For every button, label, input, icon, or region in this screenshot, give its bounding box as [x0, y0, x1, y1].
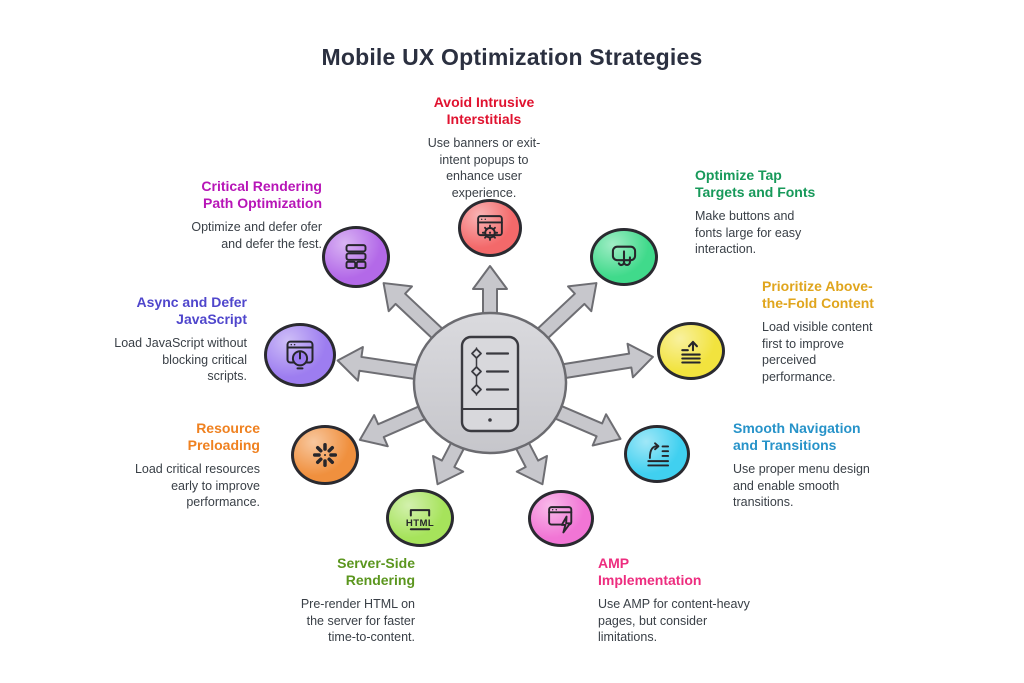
bubble-resource-preloading [291, 425, 359, 485]
browser-timer-icon [286, 340, 314, 370]
item-description: Optimize and defer ofer and defer the fe… [191, 220, 322, 251]
above-fold-arrow-icon [681, 340, 701, 364]
server-stack-icon [345, 244, 367, 270]
item-description: Pre-render HTML on the server for faster… [300, 597, 415, 645]
hub-radial-arrows [336, 265, 654, 486]
smooth-navigation-icon [647, 442, 670, 467]
item-resource-preloading: Resource Preloading Load critical resour… [115, 420, 260, 511]
html-bracket-icon: HTML [406, 509, 434, 531]
item-title: Smooth Navigation and Transitions [733, 420, 861, 454]
bubble-amp-implementation [528, 490, 594, 547]
bubble-prioritize-above-fold [657, 322, 725, 380]
bubble-smooth-navigation [624, 425, 690, 483]
amp-lightning-icon [548, 505, 573, 533]
item-amp-implementation: AMP Implementation Use AMP for content-h… [598, 555, 774, 646]
page-title: Mobile UX Optimization Strategies [321, 44, 703, 70]
item-title: Critical Rendering Path Optimization [201, 178, 322, 212]
item-async-defer-javascript: Async and Defer JavaScript Load JavaScri… [105, 294, 247, 385]
item-title: Prioritize Above- the-Fold Content [762, 278, 874, 312]
item-description: Load critical resources early to improve… [134, 462, 260, 510]
item-description: Load visible content first to improve pe… [762, 320, 873, 384]
bubble-avoid-intrusive-interstitials [458, 199, 522, 257]
item-description: Use AMP for content-heavy pages, but con… [598, 597, 750, 645]
item-smooth-navigation: Smooth Navigation and Transitions Use pr… [733, 420, 905, 511]
item-title: AMP Implementation [598, 555, 702, 589]
item-title: Server-Side Rendering [337, 555, 415, 589]
item-server-side-rendering: Server-Side Rendering Pre-render HTML on… [250, 555, 415, 646]
item-title: Async and Defer JavaScript [136, 294, 247, 328]
item-prioritize-above-fold: Prioritize Above- the-Fold Content Load … [762, 278, 912, 385]
item-title: Avoid Intrusive Interstitials [433, 94, 535, 128]
item-avoid-intrusive-interstitials: Avoid Intrusive Interstitials Use banner… [396, 94, 572, 201]
svg-text:HTML: HTML [406, 518, 434, 529]
browser-gear-icon [477, 215, 503, 241]
smartphone-checklist-icon [460, 335, 520, 433]
item-title: Resource Preloading [187, 420, 260, 454]
item-optimize-tap-targets: Optimize Tap Targets and Fonts Make butt… [695, 167, 860, 258]
item-description: Make buttons and fonts large for easy in… [695, 209, 802, 257]
bubble-critical-rendering-path [322, 226, 390, 288]
loading-spinner-icon [312, 442, 338, 468]
item-title: Optimize Tap Targets and Fonts [695, 167, 816, 201]
bubble-server-side-rendering: HTML [386, 489, 454, 547]
bubble-async-defer-javascript [264, 323, 336, 387]
bubble-optimize-tap-targets [590, 228, 658, 286]
item-description: Use proper menu design and enable smooth… [733, 462, 870, 510]
item-description: Use banners or exit- intent popups to en… [427, 136, 541, 200]
tap-target-icon [611, 245, 637, 267]
item-critical-rendering-path: Critical Rendering Path Optimization Opt… [157, 178, 322, 252]
item-description: Load JavaScript without blocking critica… [114, 336, 247, 384]
